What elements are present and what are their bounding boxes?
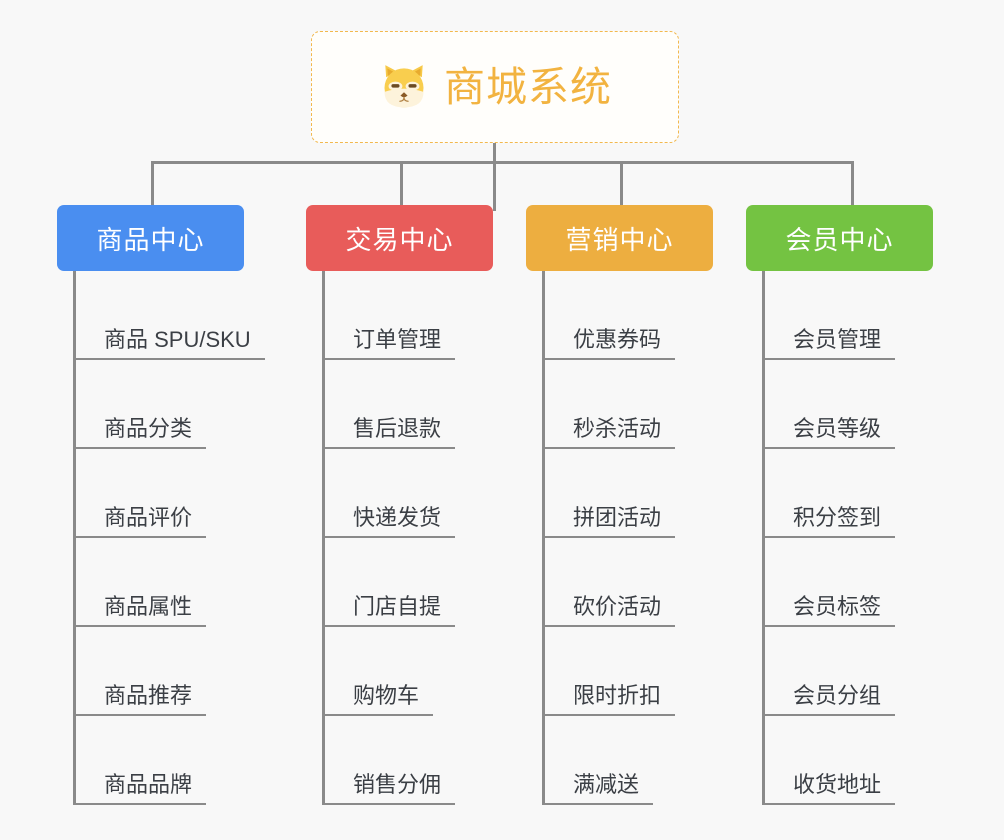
leaf-label: 门店自提 bbox=[353, 593, 442, 619]
leaf-label: 商品评价 bbox=[104, 504, 193, 530]
leaf-item[interactable]: 秒杀活动 bbox=[542, 360, 676, 449]
leaf-label: 限时折扣 bbox=[573, 682, 662, 708]
connector-root-drop bbox=[493, 143, 496, 211]
leaf-item[interactable]: 限时折扣 bbox=[542, 627, 676, 716]
branch-header-product[interactable]: 商品中心 bbox=[57, 205, 244, 271]
leaf-item[interactable]: 会员分组 bbox=[762, 627, 896, 716]
leaf-item[interactable]: 收货地址 bbox=[762, 716, 896, 805]
leaf-item[interactable]: 商品分类 bbox=[73, 360, 265, 449]
leaf-label: 优惠券码 bbox=[573, 326, 662, 352]
leaf-item[interactable]: 会员标签 bbox=[762, 538, 896, 627]
leaf-item[interactable]: 购物车 bbox=[322, 627, 455, 716]
leaf-list-trade: 订单管理 售后退款 快递发货 门店自提 购物车 销售分佣 bbox=[322, 271, 456, 805]
leaf-item[interactable]: 门店自提 bbox=[322, 538, 456, 627]
branch-trunk-member bbox=[762, 271, 765, 805]
leaf-item[interactable]: 商品推荐 bbox=[73, 627, 265, 716]
branch-header-marketing[interactable]: 营销中心 bbox=[526, 205, 713, 271]
leaf-label: 商品品牌 bbox=[104, 771, 193, 797]
shiba-inu-icon bbox=[384, 65, 424, 108]
connector-branch-drop-3 bbox=[620, 161, 623, 207]
leaf-item[interactable]: 商品 SPU/SKU bbox=[73, 271, 265, 360]
leaf-item[interactable]: 砍价活动 bbox=[542, 538, 676, 627]
connector-branch-drop-4 bbox=[851, 161, 854, 207]
branch-trunk-marketing bbox=[542, 271, 545, 805]
leaf-item[interactable]: 拼团活动 bbox=[542, 449, 676, 538]
leaf-label: 收货地址 bbox=[793, 771, 882, 797]
leaf-item[interactable]: 满减送 bbox=[542, 716, 675, 805]
leaf-label: 满减送 bbox=[573, 771, 640, 797]
connector-horizontal-bus bbox=[152, 161, 853, 164]
connector-branch-drop-1 bbox=[151, 161, 154, 207]
leaf-label: 快递发货 bbox=[353, 504, 442, 530]
connector-branch-drop-2 bbox=[400, 161, 403, 207]
branch-trunk-product bbox=[73, 271, 76, 805]
leaf-item[interactable]: 售后退款 bbox=[322, 360, 456, 449]
leaf-item[interactable]: 订单管理 bbox=[322, 271, 456, 360]
leaf-label: 会员等级 bbox=[793, 415, 882, 441]
leaf-label: 购物车 bbox=[353, 682, 420, 708]
branch-header-trade[interactable]: 交易中心 bbox=[306, 205, 493, 271]
leaf-label: 销售分佣 bbox=[353, 771, 442, 797]
branch-trunk-trade bbox=[322, 271, 325, 805]
leaf-label: 商品 SPU/SKU bbox=[104, 326, 251, 352]
leaf-item[interactable]: 销售分佣 bbox=[322, 716, 456, 805]
branch-header-member[interactable]: 会员中心 bbox=[746, 205, 933, 271]
leaf-item[interactable]: 商品品牌 bbox=[73, 716, 265, 805]
branch-header-label: 交易中心 bbox=[345, 224, 454, 255]
branch-header-label: 会员中心 bbox=[785, 224, 894, 255]
leaf-label: 会员分组 bbox=[793, 682, 882, 708]
leaf-list-member: 会员管理 会员等级 积分签到 会员标签 会员分组 收货地址 bbox=[762, 271, 896, 805]
root-label: 商城系统 bbox=[444, 63, 612, 110]
leaf-label: 订单管理 bbox=[353, 326, 442, 352]
leaf-list-product: 商品 SPU/SKU 商品分类 商品评价 商品属性 商品推荐 商品品牌 bbox=[73, 271, 265, 805]
leaf-label: 拼团活动 bbox=[573, 504, 662, 530]
leaf-item[interactable]: 会员管理 bbox=[762, 271, 896, 360]
leaf-label: 积分签到 bbox=[793, 504, 882, 530]
leaf-label: 秒杀活动 bbox=[573, 415, 662, 441]
branch-header-label: 营销中心 bbox=[565, 224, 674, 255]
leaf-label: 售后退款 bbox=[353, 415, 442, 441]
leaf-item[interactable]: 积分签到 bbox=[762, 449, 896, 538]
leaf-label: 会员管理 bbox=[793, 326, 882, 352]
leaf-label: 商品分类 bbox=[104, 415, 193, 441]
branch-header-label: 商品中心 bbox=[96, 224, 205, 255]
leaf-label: 砍价活动 bbox=[573, 593, 662, 619]
leaf-label: 商品推荐 bbox=[104, 682, 193, 708]
leaf-item[interactable]: 会员等级 bbox=[762, 360, 896, 449]
leaf-item[interactable]: 快递发货 bbox=[322, 449, 456, 538]
leaf-label: 会员标签 bbox=[793, 593, 882, 619]
leaf-list-marketing: 优惠券码 秒杀活动 拼团活动 砍价活动 限时折扣 满减送 bbox=[542, 271, 676, 805]
leaf-label: 商品属性 bbox=[104, 593, 193, 619]
root-node[interactable]: 商城系统 bbox=[311, 31, 679, 143]
leaf-item[interactable]: 优惠券码 bbox=[542, 271, 676, 360]
leaf-item[interactable]: 商品属性 bbox=[73, 538, 265, 627]
leaf-item[interactable]: 商品评价 bbox=[73, 449, 265, 538]
